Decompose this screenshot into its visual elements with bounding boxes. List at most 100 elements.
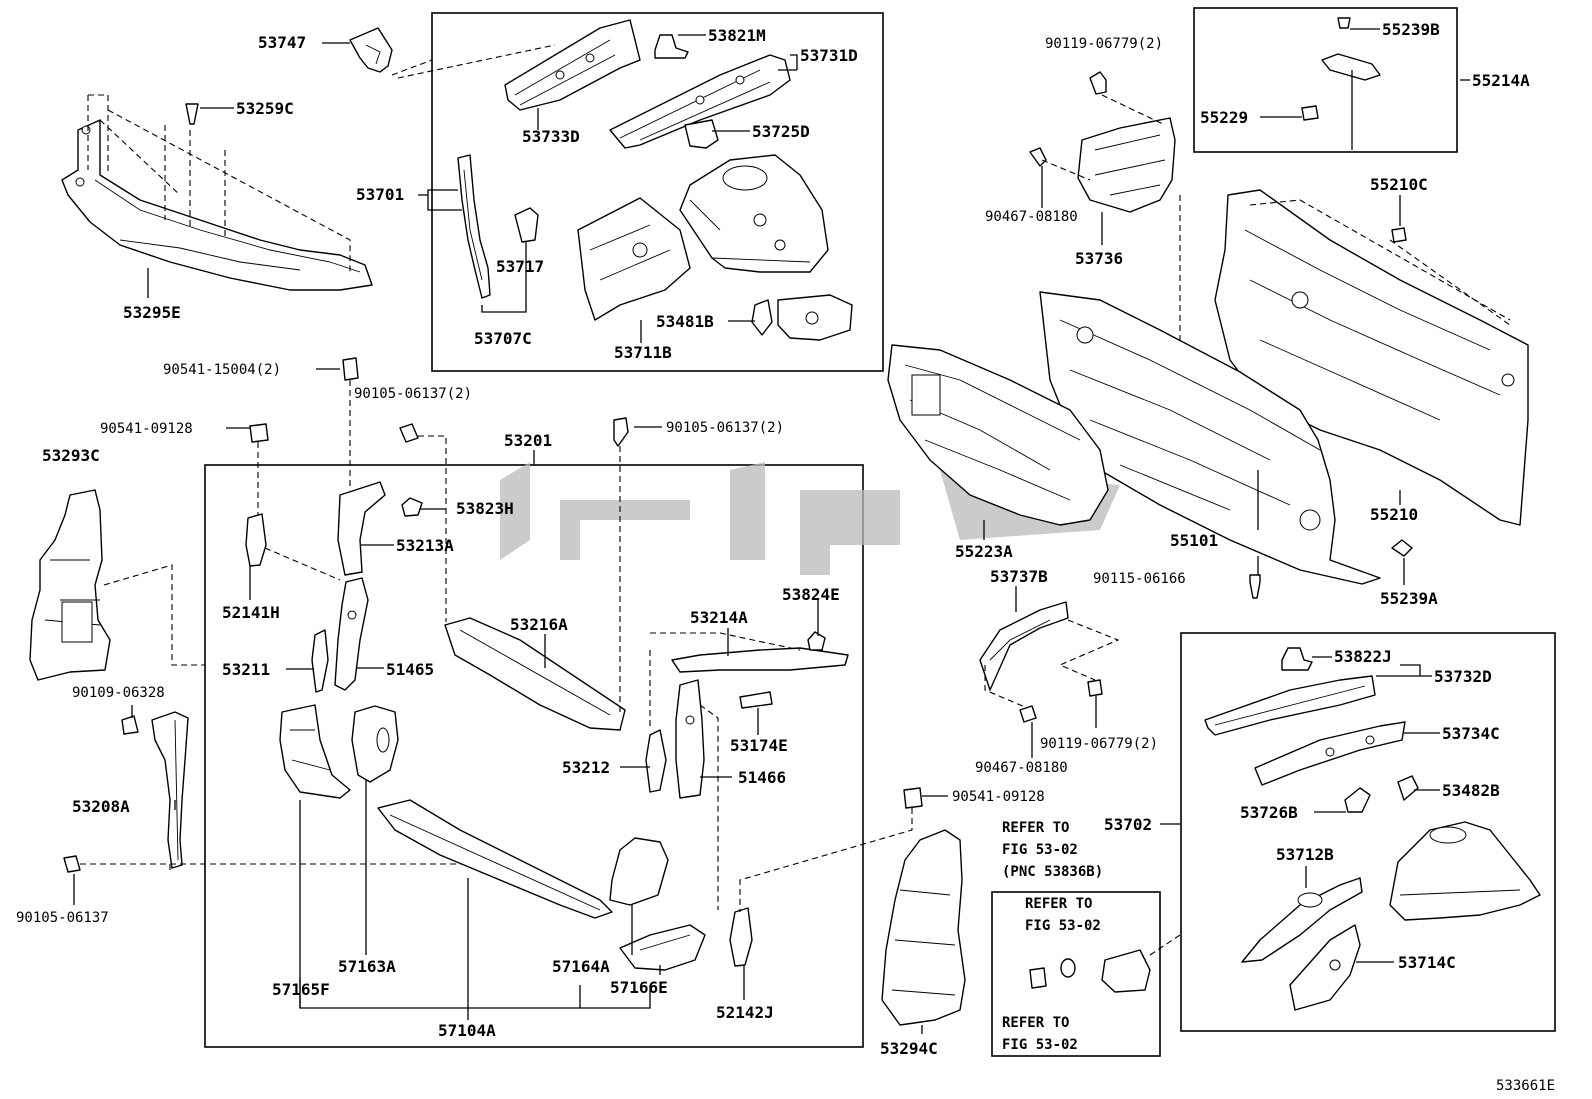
refer-note-1-line2: FIG 53-02 (1002, 842, 1078, 858)
leader-lines (73, 28, 1470, 1034)
label-90119-06779-top: 90119-06779(2) (1045, 36, 1163, 52)
bolt-90109-06328 (121, 715, 139, 735)
label-55210: 55210 (1370, 505, 1418, 524)
label-53211: 53211 (222, 660, 270, 679)
clip-53259C (185, 103, 199, 125)
label-53482B: 53482B (1442, 781, 1500, 800)
label-53213A: 53213A (396, 536, 454, 555)
label-52142J: 52142J (716, 1003, 774, 1022)
bolt-90115-06166 (1249, 574, 1261, 599)
part-55223A (887, 344, 1109, 526)
label-90541-15004: 90541-15004(2) (163, 362, 281, 378)
label-90119-06779-right: 90119-06779(2) (1040, 736, 1158, 752)
label-53294C: 53294C (880, 1039, 938, 1058)
part-55214A-bracket (1321, 53, 1381, 81)
part-53733D (504, 19, 641, 111)
label-53702: 53702 (1104, 815, 1152, 834)
part-53726B (1344, 787, 1371, 813)
label-53259C: 53259C (236, 99, 294, 118)
label-53214A: 53214A (690, 608, 748, 627)
label-90467-08180-top: 90467-08180 (985, 209, 1078, 225)
part-labels: 53747 53259C 53295E 53821M 53731D 53733D… (16, 20, 1530, 1058)
label-53208A: 53208A (72, 797, 130, 816)
part-53717 (514, 207, 539, 243)
part-53824E (807, 631, 826, 651)
label-53174E: 53174E (730, 736, 788, 755)
label-53737B: 53737B (990, 567, 1048, 586)
label-57164A: 57164A (552, 957, 610, 976)
part-53481B (751, 294, 853, 341)
label-90105-06137-a: 90105-06137(2) (354, 386, 472, 402)
part-55210 (1214, 189, 1529, 526)
refer-note-2-line1: REFER TO (1025, 896, 1092, 912)
refer-note-3-line2: FIG 53-02 (1002, 1037, 1078, 1053)
part-53714C (1289, 924, 1361, 1011)
bolt-90119-06779-right (1087, 679, 1103, 697)
bolt-90119-06779-top (1089, 71, 1107, 95)
label-55210C: 55210C (1370, 175, 1428, 194)
part-53216A (444, 617, 626, 731)
label-53701: 53701 (356, 185, 404, 204)
part-53731D (609, 54, 791, 149)
refer-note-2-line2: FIG 53-02 (1025, 918, 1101, 934)
part-53702-strut (1389, 821, 1541, 921)
refer-note-3-line1: REFER TO (1002, 1015, 1069, 1031)
part-53211 (311, 629, 329, 693)
label-53824E: 53824E (782, 585, 840, 604)
bolt-90105-06137-left (63, 855, 81, 873)
part-53214A (671, 647, 849, 673)
label-55239A: 55239A (1380, 589, 1438, 608)
part-53712B (1241, 877, 1363, 963)
bolt-90467-08180-top (1029, 147, 1047, 167)
refer-notes: REFER TO FIG 53-02 (PNC 53836B) REFER TO… (1002, 820, 1103, 1053)
label-53725D: 53725D (752, 122, 810, 141)
part-57164A (609, 837, 669, 906)
label-53733D: 53733D (522, 127, 580, 146)
label-53293C: 53293C (42, 446, 100, 465)
label-53822J: 53822J (1334, 647, 1392, 666)
clip-55210C (1391, 227, 1407, 243)
label-53821M: 53821M (708, 26, 766, 45)
clip-55239A (1391, 539, 1413, 557)
part-53822J (1281, 647, 1313, 671)
label-90105-06137-c: 90105-06137 (16, 910, 109, 926)
label-90467-08180-right: 90467-08180 (975, 760, 1068, 776)
label-53726B: 53726B (1240, 803, 1298, 822)
part-53732D (1204, 675, 1376, 736)
label-55223A: 55223A (955, 542, 1013, 561)
clip-90541-15004 (342, 357, 359, 381)
label-57166E: 57166E (610, 978, 668, 997)
part-53208A (151, 711, 189, 869)
group-box-53701 (431, 12, 884, 372)
label-55229: 55229 (1200, 108, 1248, 127)
part-53725D (684, 119, 719, 149)
group-box-refer (991, 891, 1161, 1057)
label-53712B: 53712B (1276, 845, 1334, 864)
label-53736: 53736 (1075, 249, 1123, 268)
part-53821M (654, 34, 689, 59)
label-57104A: 57104A (438, 1021, 496, 1040)
bolt-90105-06137-center (399, 423, 419, 443)
part-53213A (337, 481, 386, 576)
part-53734C (1254, 721, 1406, 786)
label-53734C: 53734C (1442, 724, 1500, 743)
group-box-55214A (1193, 7, 1458, 153)
part-53174E (739, 691, 773, 709)
label-53201: 53201 (504, 431, 552, 450)
label-57165F: 57165F (272, 980, 330, 999)
label-53711B: 53711B (614, 343, 672, 362)
part-53212 (645, 729, 667, 793)
refer-note-1-line1: REFER TO (1002, 820, 1069, 836)
bolt-90105-06137-mid (613, 417, 629, 447)
label-90541-09128-right: 90541-09128 (952, 789, 1045, 805)
part-51466 (675, 679, 705, 799)
label-53714C: 53714C (1398, 953, 1456, 972)
part-52141H (245, 513, 267, 567)
label-53747: 53747 (258, 33, 306, 52)
label-51465: 51465 (386, 660, 434, 679)
part-53737B (979, 601, 1069, 691)
part-53294C (881, 829, 966, 1026)
refer-note-1-line3: (PNC 53836B) (1002, 864, 1103, 880)
label-90115-06166: 90115-06166 (1093, 571, 1186, 587)
